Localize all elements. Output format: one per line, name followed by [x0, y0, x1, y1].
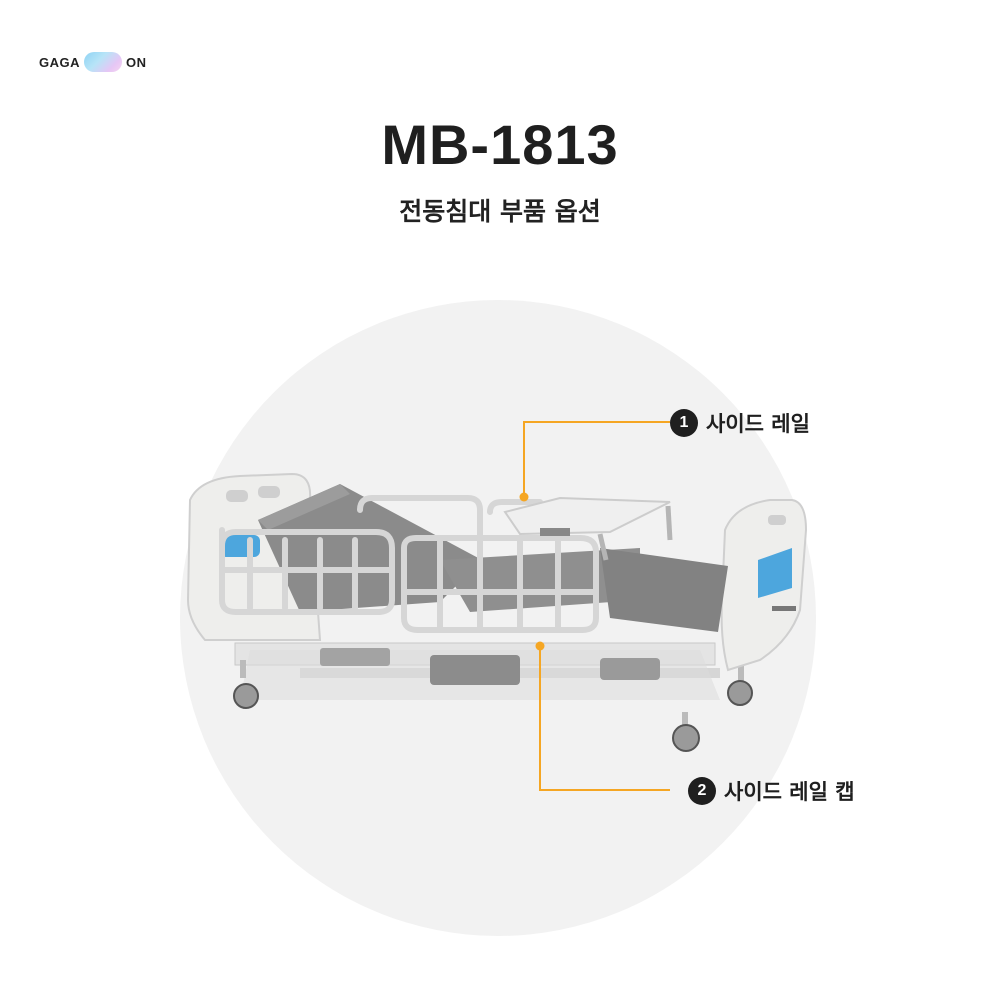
leader-lines [523, 421, 670, 791]
brand-text-right: ON [126, 54, 147, 70]
brand-text-left: GAGA [39, 54, 80, 70]
leader-dots [519, 492, 545, 651]
callout-label-2: 사이드 레일 캡 [724, 780, 855, 804]
brand-logo: GAGA ON [39, 51, 147, 73]
overbed-table [503, 496, 673, 561]
page-title: MB-1813 [381, 113, 619, 176]
footboard [720, 499, 808, 672]
callout-side-rail: 1 사이드 레일 [670, 408, 810, 438]
brand-pill-icon [84, 52, 122, 72]
callout-label-1: 사이드 레일 [706, 412, 810, 436]
callout-number-1: 1 [670, 409, 698, 437]
callout-side-rail-cap: 2 사이드 레일 캡 [688, 776, 855, 806]
bed-base-frame [234, 642, 720, 700]
side-rails [219, 495, 599, 633]
caster-wheels [233, 660, 753, 752]
callout-number-2: 2 [688, 777, 716, 805]
page-subtitle: 전동침대 부품 옵션 [399, 197, 601, 226]
mattress [258, 484, 728, 632]
